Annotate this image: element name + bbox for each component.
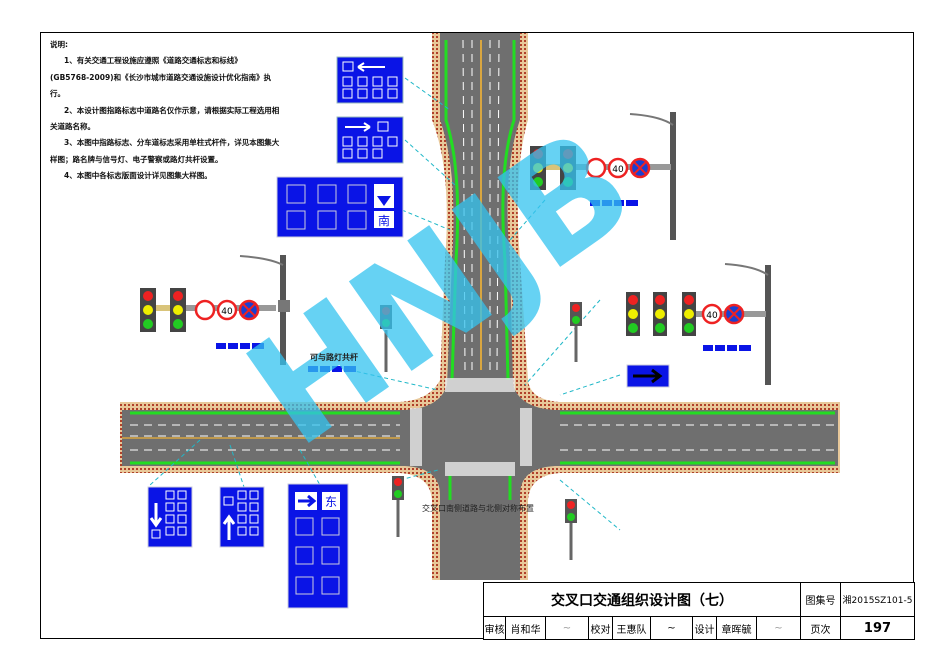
guide-sign-center <box>219 486 265 548</box>
speed-limit-text: 40 <box>221 307 233 317</box>
south-symmetry-note: 交叉口南侧道路与北侧对称布置 <box>422 504 534 513</box>
guide-sign-east: 东 <box>287 483 349 609</box>
signal-pole-northeast: 40 <box>530 112 676 240</box>
leader-lines <box>149 77 621 531</box>
lane-sign-west-arrow <box>336 56 404 104</box>
direction-sign-arrow-right <box>626 364 670 388</box>
guide-sign-left <box>147 486 193 548</box>
check-name: 王惠队 <box>612 616 651 640</box>
review-signature: ~ <box>545 616 589 640</box>
sign-road-name: 东 <box>325 495 337 509</box>
design-notes: 说明: 1、有关交通工程设施应遵照《道路交通标志和标线》(GB5768-2009… <box>50 37 280 185</box>
pedestrian-signals <box>380 302 582 560</box>
plate-gaps <box>226 200 739 372</box>
lane-sign-east-arrow <box>336 116 404 164</box>
guide-sign-south: 南 <box>276 176 404 238</box>
atlas-label: 图集号 <box>800 582 841 617</box>
green-belts <box>130 40 835 500</box>
page-number: 197 <box>840 616 915 640</box>
crosswalks <box>410 378 532 476</box>
signal-pole-northwest: 40 <box>140 255 290 365</box>
note-item: 1、有关交通工程设施应遵照《道路交通标志和标线》(GB5768-2009)和《长… <box>50 56 272 99</box>
shared-pole-label: 可与路灯共杆 <box>310 353 358 362</box>
note-item: 3、本图中指路标志、分车道标志采用单柱式杆件，详见本图集大样图；路名牌与信号灯、… <box>50 138 280 164</box>
lane-markings <box>130 39 835 451</box>
speed-limit-text: 40 <box>612 165 624 175</box>
drawing-frame <box>40 32 914 639</box>
drawing-title: 交叉口交通组织设计图（七） <box>483 582 801 617</box>
design-label: 设计 <box>692 616 717 640</box>
review-label: 审核 <box>483 616 506 640</box>
page-label: 页次 <box>800 616 841 640</box>
design-name: 章晖毓 <box>716 616 757 640</box>
review-name: 肖和华 <box>505 616 546 640</box>
design-signature: ~ <box>756 616 801 640</box>
atlas-value: 湘2015SZ101-5 <box>840 582 915 617</box>
speed-limit-text: 40 <box>706 311 718 321</box>
notes-heading: 说明: <box>50 40 68 49</box>
note-item: 2、本设计图指路标志中道路名仅作示意，请根据实际工程选用相关道路名称。 <box>50 105 280 132</box>
note-item: 4、本图中各标志版面设计详见图集大样图。 <box>64 171 212 181</box>
check-label: 校对 <box>588 616 613 640</box>
signal-pole-east: 40 <box>626 263 771 385</box>
sign-road-name: 南 <box>378 213 390 228</box>
check-signature: ~ <box>650 616 693 640</box>
